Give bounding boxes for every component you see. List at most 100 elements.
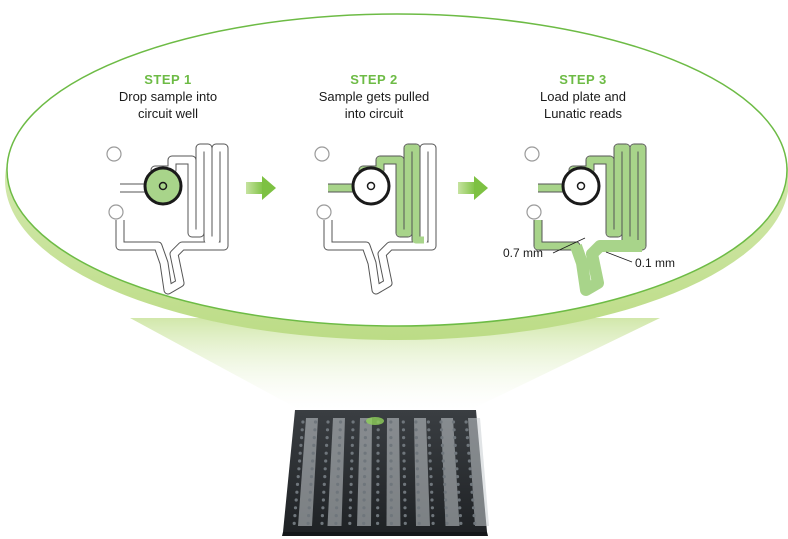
plate-well	[301, 420, 305, 424]
plate-well	[363, 443, 367, 447]
plate-well	[297, 467, 301, 471]
arrow-right-icon	[458, 176, 488, 200]
plate-well	[311, 459, 315, 463]
plate-well	[376, 451, 380, 455]
plate-well	[363, 436, 367, 440]
plate-well	[403, 521, 407, 526]
plate-well	[348, 498, 353, 502]
sample-fill-wide	[570, 240, 642, 296]
plate-well	[349, 475, 353, 479]
plate-well	[389, 514, 393, 518]
plate-well	[389, 506, 393, 510]
plate-well	[429, 482, 433, 486]
plate-well	[350, 443, 354, 447]
plate-well	[403, 498, 407, 502]
plate-well	[416, 498, 421, 502]
plate-well	[389, 420, 393, 424]
plate-well	[439, 428, 444, 432]
plate-well	[417, 521, 421, 526]
plate-well	[348, 514, 352, 518]
plate-well	[308, 498, 312, 502]
plate-well	[440, 443, 444, 447]
plate-well	[439, 420, 443, 424]
plate-well	[414, 436, 418, 440]
plate-well	[428, 451, 432, 455]
plate-well	[417, 506, 421, 510]
plate-well	[452, 428, 456, 432]
plate-well	[401, 428, 406, 432]
plate-well	[309, 475, 314, 479]
plate-well	[416, 475, 420, 479]
plate-well	[362, 482, 366, 486]
plate-well	[403, 490, 407, 494]
plate-well	[351, 428, 355, 432]
plate-well	[325, 428, 330, 432]
plate-well	[471, 506, 476, 510]
plate-well	[320, 521, 324, 526]
plate-well	[403, 506, 407, 510]
plate-well	[336, 482, 340, 486]
plate-well	[335, 490, 339, 494]
plate-well	[402, 436, 406, 440]
plate-well	[326, 420, 330, 424]
plate-well	[389, 459, 393, 463]
plate-well	[335, 506, 339, 510]
plate-well	[312, 436, 316, 440]
plate-well	[376, 475, 380, 479]
plate-well	[429, 467, 433, 471]
dimension-leader-left	[552, 237, 586, 254]
plate-well	[335, 498, 339, 502]
plate-well	[362, 490, 366, 494]
plate-well	[402, 459, 406, 463]
plate-well	[402, 475, 406, 479]
plate-well	[334, 514, 338, 518]
plate-well	[348, 521, 352, 526]
plate-well	[444, 498, 448, 502]
plate-well	[362, 506, 366, 510]
plate-well	[363, 451, 367, 455]
plate-well	[468, 467, 472, 471]
plate-well	[465, 428, 469, 432]
plate-well	[300, 428, 304, 432]
plate-well	[323, 475, 327, 479]
vent-well	[524, 146, 540, 162]
plate-well	[430, 498, 434, 502]
plate-well	[402, 443, 406, 447]
plate-well	[466, 443, 470, 447]
plate-well	[299, 443, 303, 447]
inlet-well-center	[366, 181, 376, 191]
plate-well	[430, 490, 434, 494]
dimension-leader-right	[605, 251, 633, 263]
outlet-well	[526, 204, 542, 220]
plate-well	[337, 459, 341, 463]
plate-well	[351, 420, 355, 424]
plate-well	[403, 482, 407, 486]
plate-well	[362, 514, 366, 518]
plate-well	[455, 467, 459, 471]
plate-well	[469, 475, 473, 479]
plate-well	[427, 436, 431, 440]
plate-well	[336, 475, 340, 479]
plate-well	[469, 482, 474, 486]
plate-well	[363, 467, 367, 471]
plate-well	[376, 490, 380, 494]
plate-well	[325, 443, 329, 447]
plate-well	[389, 443, 393, 447]
plate-well	[454, 451, 458, 455]
plate-well	[349, 490, 353, 494]
plate-well	[464, 420, 468, 424]
channel-interior	[116, 144, 228, 294]
plate-well	[465, 436, 469, 440]
plate-well	[458, 514, 462, 518]
plate-well	[324, 459, 328, 463]
plate-well	[295, 482, 300, 486]
plate-well	[306, 521, 310, 526]
plate-lane	[357, 418, 372, 526]
plate-well	[472, 514, 476, 518]
plate-well	[427, 428, 431, 432]
plate-well	[453, 436, 457, 440]
plate-well	[389, 475, 393, 479]
plate-well	[470, 490, 474, 494]
plate-well	[451, 420, 456, 424]
plate-well	[293, 514, 297, 518]
